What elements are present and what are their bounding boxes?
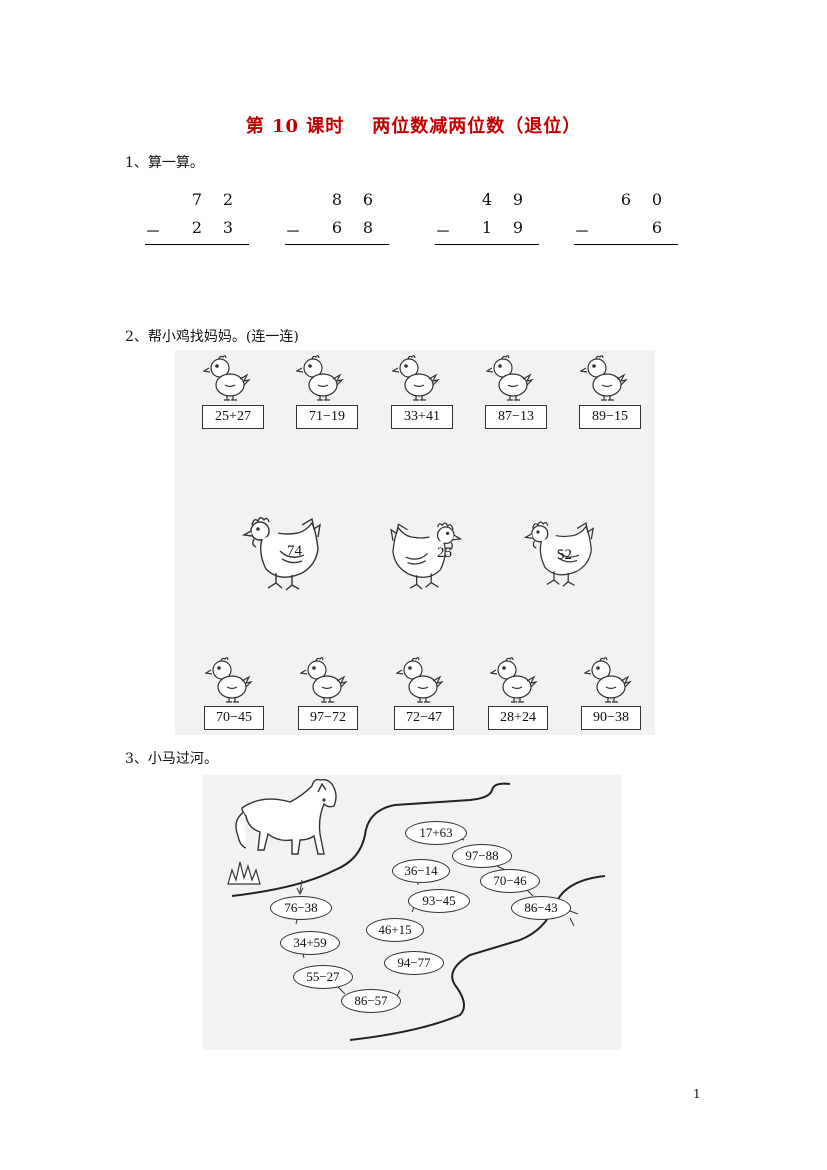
answer-line — [574, 244, 678, 245]
bottom-digit: 2 — [191, 218, 203, 237]
bottom-digit: 9 — [512, 218, 524, 237]
minus-sign: － — [285, 222, 302, 241]
chick-icon — [486, 355, 534, 401]
answer-line — [145, 244, 249, 245]
top-digit: 6 — [620, 190, 632, 209]
horse-icon — [235, 778, 337, 855]
chick-expression-box[interactable]: 72−47 — [394, 706, 454, 730]
chick-icon — [396, 657, 444, 703]
chick-icon — [203, 355, 251, 401]
top-digit: 2 — [222, 190, 234, 209]
bottom-digit: 1 — [481, 218, 493, 237]
stepping-stone[interactable]: 86−57 — [341, 989, 401, 1013]
top-digit: 8 — [331, 190, 343, 209]
answer-line — [285, 244, 389, 245]
chick-expression-box[interactable]: 87−13 — [485, 405, 547, 429]
stepping-stone[interactable]: 46+15 — [366, 918, 424, 942]
minus-sign: － — [574, 222, 591, 241]
chick-expression-box[interactable]: 70−45 — [204, 706, 264, 730]
minus-sign: － — [145, 222, 162, 241]
stepping-stone[interactable]: 55−27 — [293, 965, 353, 989]
bottom-digit: 6 — [651, 218, 663, 237]
question-1-label: 1、算一算。 — [125, 155, 204, 171]
chick-icon — [580, 355, 628, 401]
hen-icon — [390, 522, 463, 590]
top-digit: 9 — [512, 190, 524, 209]
chick-icon — [392, 355, 440, 401]
chick-expression-box[interactable]: 25+27 — [202, 405, 264, 429]
chick-icon — [300, 657, 348, 703]
top-digit: 0 — [651, 190, 663, 209]
top-digit: 4 — [481, 190, 493, 209]
stepping-stone[interactable]: 34+59 — [280, 931, 340, 955]
lesson-topic: 两位数减两位数（退位） — [372, 116, 582, 137]
hen-icon — [241, 517, 321, 591]
river-bank-top — [231, 782, 511, 897]
stepping-stone[interactable]: 97−88 — [452, 844, 512, 868]
chick-expression-box[interactable]: 89−15 — [579, 405, 641, 429]
hen-number[interactable]: 25 — [437, 545, 452, 561]
chick-icon — [584, 657, 632, 703]
hen-icon — [523, 521, 594, 587]
chick-expression-box[interactable]: 97−72 — [298, 706, 358, 730]
chick-expression-box[interactable]: 28+24 — [488, 706, 548, 730]
question-2-label: 2、帮小鸡找妈妈。(连一连) — [125, 329, 299, 345]
stepping-stone[interactable]: 93−45 — [408, 889, 470, 913]
stepping-stone[interactable]: 36−14 — [392, 859, 450, 883]
grass-icon — [227, 861, 261, 885]
chick-expression-box[interactable]: 33+41 — [391, 405, 453, 429]
hen-number[interactable]: 52 — [557, 547, 572, 563]
chick-icon — [296, 355, 344, 401]
question-3-label: 3、小马过河。 — [125, 751, 218, 767]
bottom-digit: 8 — [362, 218, 374, 237]
chick-expression-box[interactable]: 90−38 — [581, 706, 641, 730]
stepping-stone[interactable]: 17+63 — [405, 821, 467, 845]
page-number: 1 — [693, 1087, 701, 1101]
page-title: 第 10 课时 两位数减两位数（退位） — [0, 112, 827, 138]
bottom-digit: 6 — [331, 218, 343, 237]
answer-line — [435, 244, 539, 245]
chick-icon — [205, 657, 253, 703]
stepping-stone[interactable]: 70−46 — [480, 869, 540, 893]
stepping-stone[interactable]: 86−43 — [511, 896, 571, 920]
chick-expression-box[interactable]: 71−19 — [296, 405, 358, 429]
top-digit: 6 — [362, 190, 374, 209]
minus-sign: － — [435, 222, 452, 241]
top-digit: 7 — [191, 190, 203, 209]
stepping-stone[interactable]: 76−38 — [270, 896, 332, 920]
hen-number[interactable]: 74 — [287, 543, 302, 559]
stepping-stone[interactable]: 94−77 — [384, 951, 444, 975]
bottom-digit: 3 — [222, 218, 234, 237]
lesson-number: 第 10 课时 — [245, 116, 345, 137]
chick-icon — [490, 657, 538, 703]
